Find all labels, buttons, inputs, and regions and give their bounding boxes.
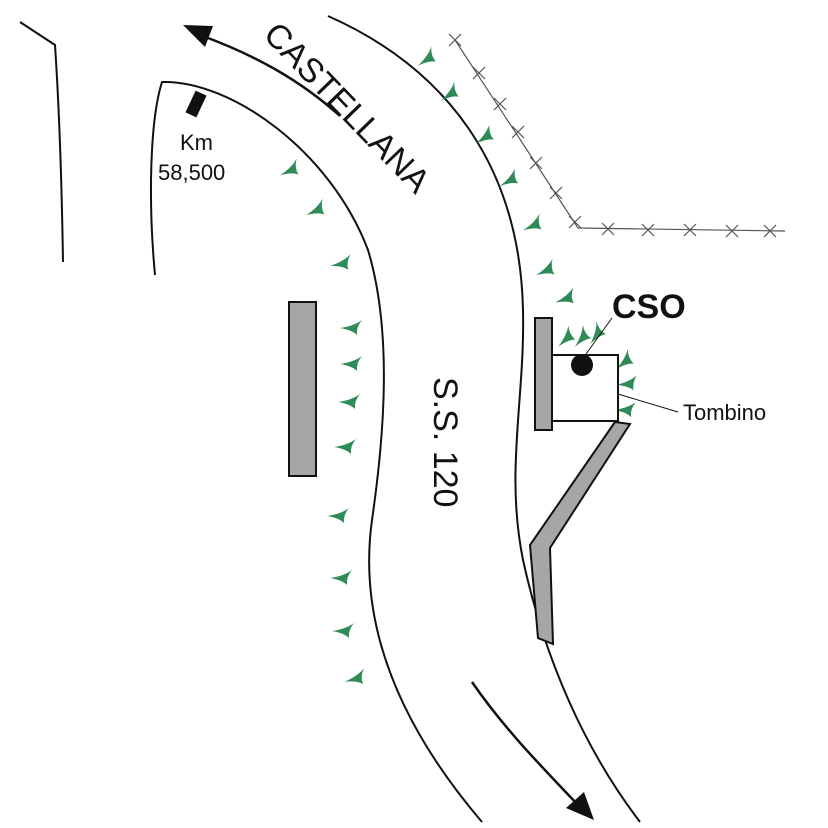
grass-tuft-icon — [327, 508, 349, 523]
grass-tuft-icon — [574, 324, 592, 347]
road-name-upper: CASTELLANA — [256, 15, 437, 201]
grass-tuft-icon — [616, 375, 638, 391]
grass-tuft-icon — [499, 168, 519, 186]
site-code-label: CSO — [612, 288, 686, 326]
site-dot-icon — [571, 354, 593, 376]
grass-tuft-icon — [417, 46, 436, 66]
fence-post-icon — [511, 125, 525, 139]
grass-tuft-icon — [332, 623, 354, 638]
barbed-fence-icon — [454, 39, 786, 232]
fence-post-icon — [472, 66, 486, 80]
tombino-label: Tombino — [683, 400, 766, 425]
direction-arrow-north — [199, 33, 341, 117]
grass-tuft-icon — [440, 81, 459, 101]
fence-post-icon — [493, 97, 507, 111]
tombino-leader-line — [617, 393, 679, 413]
grass-tuft-icon — [523, 213, 542, 231]
fence-post-icon — [549, 186, 563, 200]
grass-tuft-icon — [340, 320, 362, 335]
arrow-icon — [566, 792, 594, 820]
grass-tuft-icon — [306, 198, 325, 216]
grass-tuft-icon — [330, 254, 351, 270]
grass-tuft-icon — [344, 668, 364, 685]
headwall-left — [534, 317, 553, 431]
grass-tuft-icon — [475, 124, 494, 144]
fence-post-icon — [568, 215, 582, 229]
grass-tuft-icon — [280, 158, 299, 176]
km-marker — [185, 90, 207, 118]
grass-tuft-icon — [334, 439, 356, 454]
grass-tuft-icon — [614, 402, 636, 417]
road-right-edge — [327, 15, 641, 823]
fence-post-icon — [641, 223, 655, 237]
left-edge-line — [19, 21, 64, 263]
cso-leader-line — [585, 317, 613, 355]
fence-post-icon — [448, 33, 462, 47]
grass-tuft-icon — [555, 287, 574, 304]
fence-post-icon — [763, 224, 777, 238]
grass-tuft-icon — [616, 348, 634, 370]
km-marker-value: 58,500 — [158, 160, 225, 185]
road-left-edge — [149, 80, 483, 823]
grass-tuft-icon — [558, 325, 576, 347]
fence-post-icon — [683, 223, 697, 237]
spillway-channel — [528, 420, 632, 646]
grass-tuft-icon — [536, 258, 555, 276]
grass-tuft-icon — [340, 356, 362, 371]
left-grey-structure — [288, 301, 317, 477]
direction-arrow-south — [470, 681, 579, 806]
grass-tuft-icon — [338, 394, 360, 409]
grass-tuft-icon — [590, 321, 606, 345]
road-name-lower: S.S. 120 — [426, 377, 464, 507]
grass-tuft-icon — [330, 570, 352, 585]
fence-marks — [448, 33, 777, 238]
fence-post-icon — [725, 224, 739, 238]
km-marker-unit: Km — [180, 130, 213, 155]
vegetation-group — [280, 46, 638, 685]
fence-post-icon — [601, 222, 615, 236]
fence-post-icon — [529, 156, 543, 170]
arrow-icon — [183, 25, 213, 47]
